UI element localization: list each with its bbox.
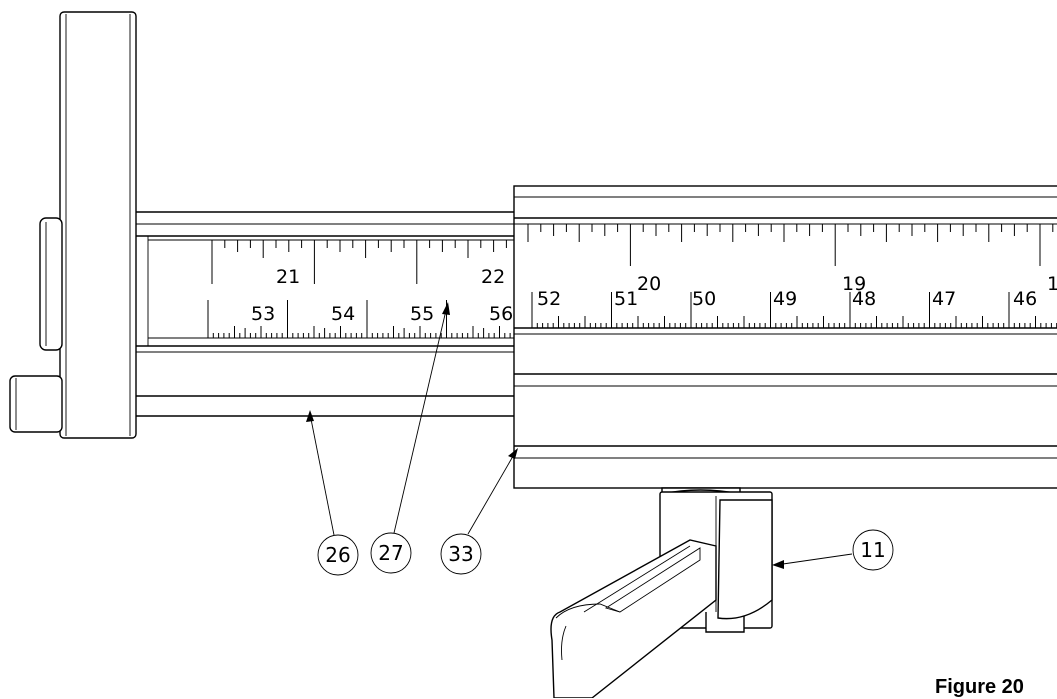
callout-11-label: 11 [860,538,885,562]
callout-26-label: 26 [325,543,350,567]
carriage-bottom-number-49: 49 [773,288,797,310]
leader-lines [306,302,853,569]
carriage-top-number-20: 20 [637,273,661,295]
figure-caption: Figure 20 [935,676,1024,698]
carriage-bottom-number-52: 52 [537,288,561,310]
rail-bottom-number-56: 56 [489,303,513,325]
rail-bottom-number-55: 55 [410,303,434,325]
carriage-bottom-number-50: 50 [692,288,716,310]
rail-bottom-number-53: 53 [251,303,275,325]
callout-27-label: 27 [378,541,403,565]
carriage-top-ticks [527,224,1054,266]
carriage-bottom-ticks [531,292,1057,328]
callout-27: 27 [370,532,412,574]
carriage-top-number-18: 18 [1047,273,1057,295]
rail-top-ticks [211,240,507,284]
carriage-bottom-number-47: 47 [932,288,956,310]
rail-top-number-22: 22 [481,266,505,288]
clamp-lever [550,487,773,698]
callout-33: 33 [440,533,482,575]
sliding-carriage: 20 19 18 52 51 50 49 48 47 46 [513,185,1057,489]
rail-top-number-21: 21 [276,266,300,288]
end-stop-plate [9,11,137,439]
rail-extrusion [136,211,516,417]
rail-bottom-number-54: 54 [331,303,355,325]
callout-26: 26 [317,534,359,576]
carriage-top-number-19: 19 [842,273,866,295]
callout-33-label: 33 [448,542,473,566]
callout-11: 11 [852,529,894,571]
carriage-bottom-number-48: 48 [852,288,876,310]
carriage-bottom-number-46: 46 [1013,288,1037,310]
rail-scale-tape: 21 22 53 54 55 56 [148,239,516,339]
carriage-bottom-number-51: 51 [614,288,638,310]
